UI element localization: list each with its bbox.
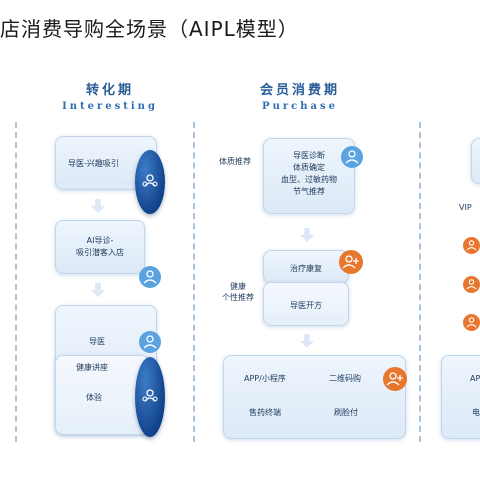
side-label-personalized: 个性推荐 (222, 293, 254, 302)
orange-person-icon (463, 276, 480, 293)
card-prescription-label: 导医开方 (290, 301, 322, 310)
label-app-partial: APP (470, 374, 480, 383)
flow-arrow-down (91, 283, 105, 297)
group-pill (135, 150, 165, 214)
column-heading-purchase: 会员消费期 Purchase (245, 79, 355, 112)
person-icon (139, 266, 161, 288)
column-heading-purchase-cn: 会员消费期 (259, 83, 340, 98)
person-add-icon (339, 250, 363, 274)
column-heading-purchase-en: Purchase (262, 101, 338, 112)
column-heading-conversion: 转化期 Interesting (55, 79, 165, 112)
card-ai-triage-line1: AI导诊- (86, 236, 114, 245)
column-separator (419, 122, 421, 442)
flow-arrow-down (300, 334, 314, 348)
channel-app-miniprogram: APP/小程序 (244, 374, 286, 383)
card-partial-top (471, 138, 480, 184)
card-lecture-experience: 健康讲座 体验 (55, 355, 149, 435)
card-partial-bottom: APP 电 (441, 355, 480, 439)
flow-arrow-down (91, 199, 105, 213)
label-vip: VIP (459, 203, 472, 212)
card-purchase-channels: APP/小程序 二维码购 售药终端 刷脸付 (223, 355, 406, 439)
card-diagnosis-line1: 导医诊断 (293, 151, 325, 160)
card-diagnosis-line4: 节气推荐 (293, 187, 325, 196)
card-prescription: 导医开方 (263, 282, 349, 326)
orange-person-icon (463, 237, 480, 254)
group-pill (135, 357, 165, 437)
person-icon (341, 146, 363, 168)
column-separator (15, 122, 17, 442)
card-experience-label: 体验 (86, 393, 102, 402)
channel-face-pay: 刷脸付 (334, 408, 358, 417)
card-diagnosis: 导医诊断 体质确定 血型、过敏药物 节气推荐 (263, 138, 355, 214)
card-treatment-rehab: 治疗康复 (263, 250, 349, 284)
person-icon (139, 331, 161, 353)
card-diagnosis-line3: 血型、过敏药物 (281, 175, 337, 184)
side-label-constitution: 体质推荐 (219, 157, 251, 166)
person-add-icon (383, 367, 407, 391)
channel-qrcode: 二维码购 (329, 374, 361, 383)
card-diagnosis-line2: 体质确定 (293, 163, 325, 172)
column-separator (193, 122, 195, 442)
group-icon (142, 174, 158, 187)
page-title: 店消费导购全场景（AIPL模型） (0, 17, 299, 41)
column-heading-conversion-cn: 转化期 (85, 83, 134, 98)
group-icon (142, 389, 158, 402)
column-heading-conversion-en: Interesting (62, 101, 158, 112)
flow-arrow-down (300, 228, 314, 242)
card-guide-label: 导医 (89, 337, 105, 346)
card-interest-attract-label: 导医-兴趣吸引 (68, 159, 119, 168)
orange-person-icon (463, 314, 480, 331)
card-lecture-label: 健康讲座 (76, 363, 108, 372)
card-ai-triage: AI导诊- 吸引潜客入店 (55, 220, 145, 274)
card-ai-triage-line2: 吸引潜客入店 (76, 248, 124, 257)
side-label-health: 健康 (230, 282, 246, 291)
channel-vending-terminal: 售药终端 (249, 408, 281, 417)
card-treatment-rehab-label: 治疗康复 (290, 264, 322, 273)
label-partial-char: 电 (472, 408, 480, 417)
